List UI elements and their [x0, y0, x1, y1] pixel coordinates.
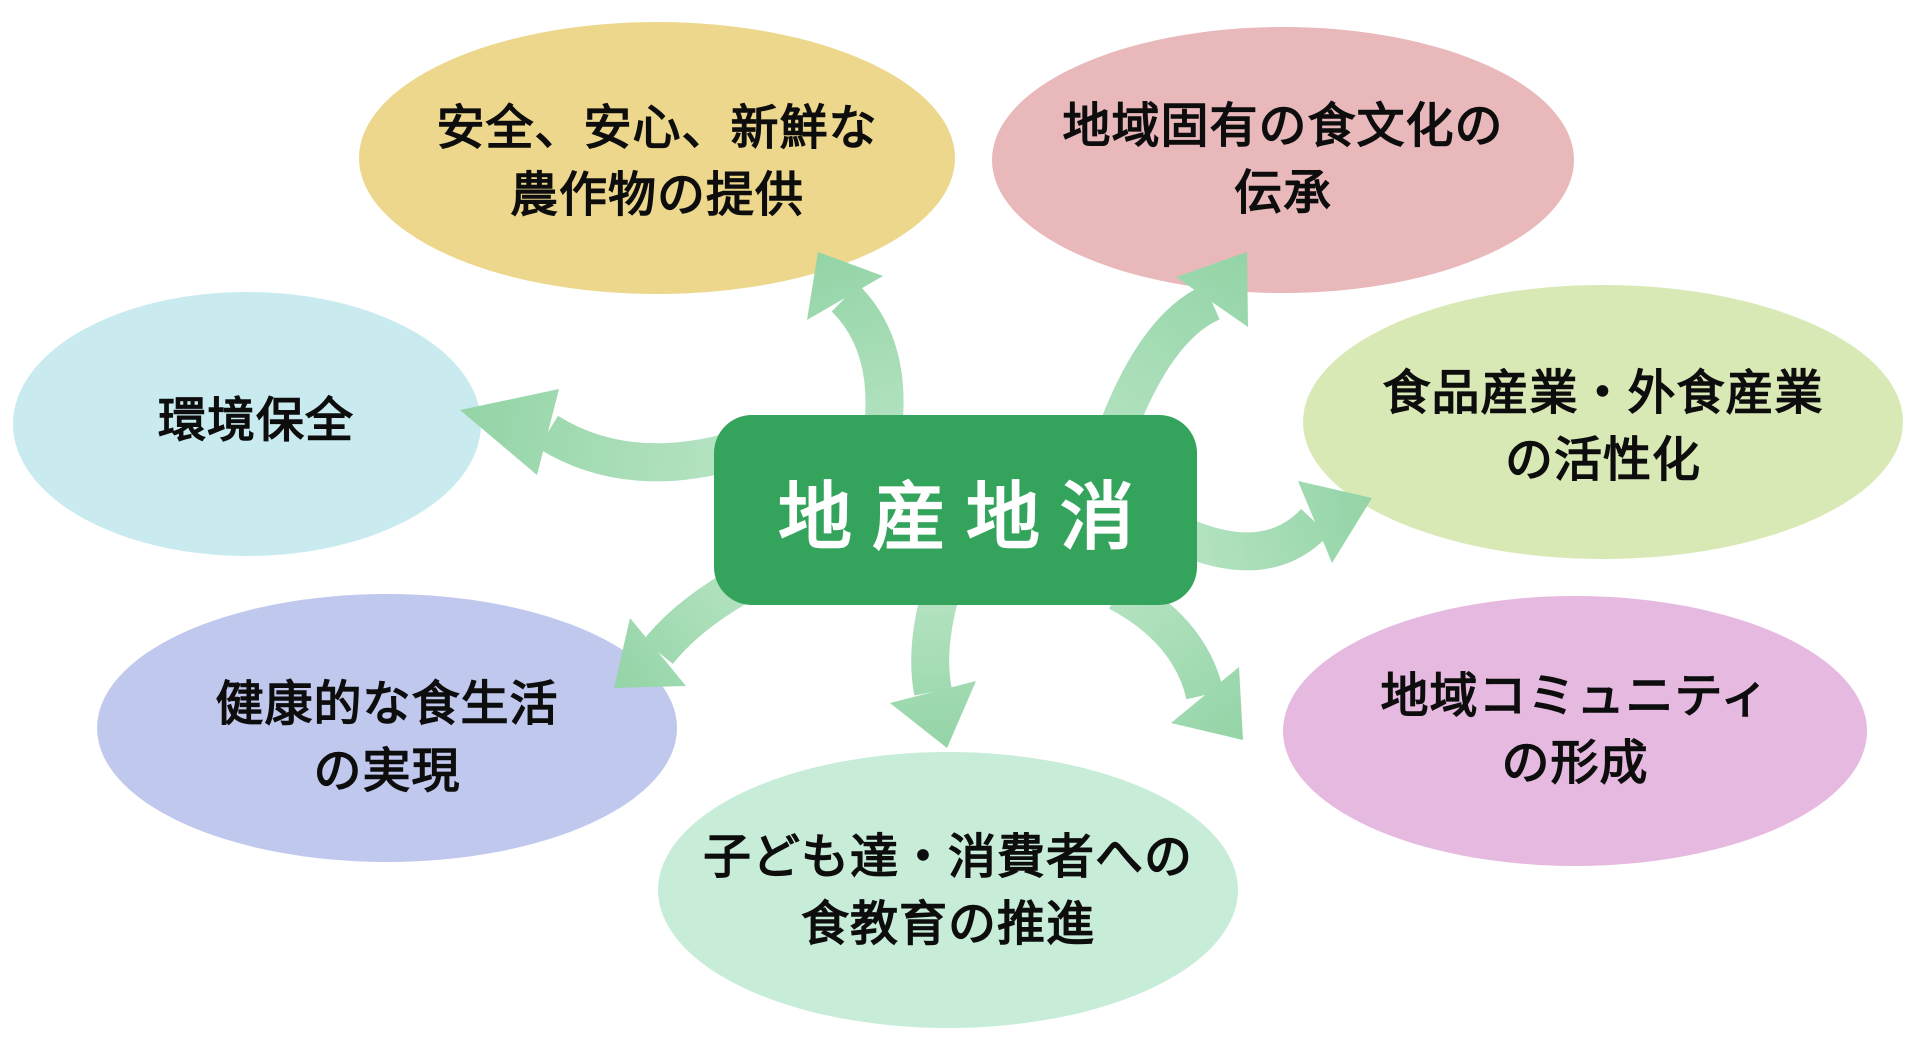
arrow-head	[1171, 667, 1243, 740]
label-line: 農作物の提供	[509, 169, 805, 222]
label-line: 伝承	[1233, 167, 1333, 220]
label-line: 食教育の推進	[800, 898, 1096, 951]
label-food-industry: 食品産業・外食産業 の活性化	[1382, 360, 1823, 494]
node-ellipse-healthy-diet	[97, 594, 677, 862]
node-ellipse-environment	[13, 292, 481, 556]
node-ellipse-safe-fresh-produce	[359, 22, 955, 294]
node-ellipse-community-formation	[1283, 596, 1867, 866]
label-line: 地域固有の食文化の	[1062, 100, 1504, 153]
arrow-body	[1177, 508, 1329, 571]
label-line: 健康的な食生活	[215, 678, 559, 731]
label-environment: 環境保全	[158, 388, 354, 455]
center-box	[714, 415, 1197, 605]
arrow-to-food-industry	[1177, 481, 1372, 571]
arrow-head	[614, 618, 686, 688]
label-food-education: 子ども達・消費者への 食教育の推進	[703, 824, 1193, 958]
label-line: 地域コミュニティ	[1380, 670, 1770, 723]
arrow-to-environment	[460, 389, 735, 482]
center-box-label: 地産地消	[778, 475, 1154, 559]
label-line: 環境保全	[157, 394, 355, 448]
arrow-to-food-education	[890, 590, 976, 748]
label-community-formation: 地域コミュニティ の形成	[1380, 663, 1769, 797]
arrow-to-community-formation	[1108, 575, 1243, 740]
label-line: の活性化	[1504, 434, 1702, 487]
arrow-body	[1108, 575, 1224, 700]
node-ellipse-food-education	[658, 752, 1238, 1028]
arrow-head	[807, 252, 883, 320]
arrow-head	[1298, 481, 1372, 563]
arrow-head	[890, 681, 976, 748]
label-line: の形成	[1501, 737, 1649, 790]
arrow-head	[460, 389, 559, 475]
arrow-head	[1176, 252, 1248, 327]
label-local-food-culture: 地域固有の食文化の 伝承	[1062, 93, 1503, 227]
label-line: 安全、安心、新鮮な	[436, 102, 878, 155]
node-ellipse-food-industry	[1303, 285, 1903, 559]
label-healthy-diet: 健康的な食生活 の実現	[215, 671, 558, 805]
label-line: 子ども達・消費者への	[702, 831, 1194, 884]
arrow-body	[911, 590, 959, 696]
arrow-body	[537, 415, 735, 482]
label-safe-fresh-produce: 安全、安心、新鮮な 農作物の提供	[436, 95, 877, 229]
label-line: の実現	[313, 745, 461, 798]
label-line: 食品産業・外食産業	[1382, 367, 1824, 420]
node-ellipses	[13, 22, 1903, 1028]
node-ellipse-local-food-culture	[992, 27, 1574, 293]
